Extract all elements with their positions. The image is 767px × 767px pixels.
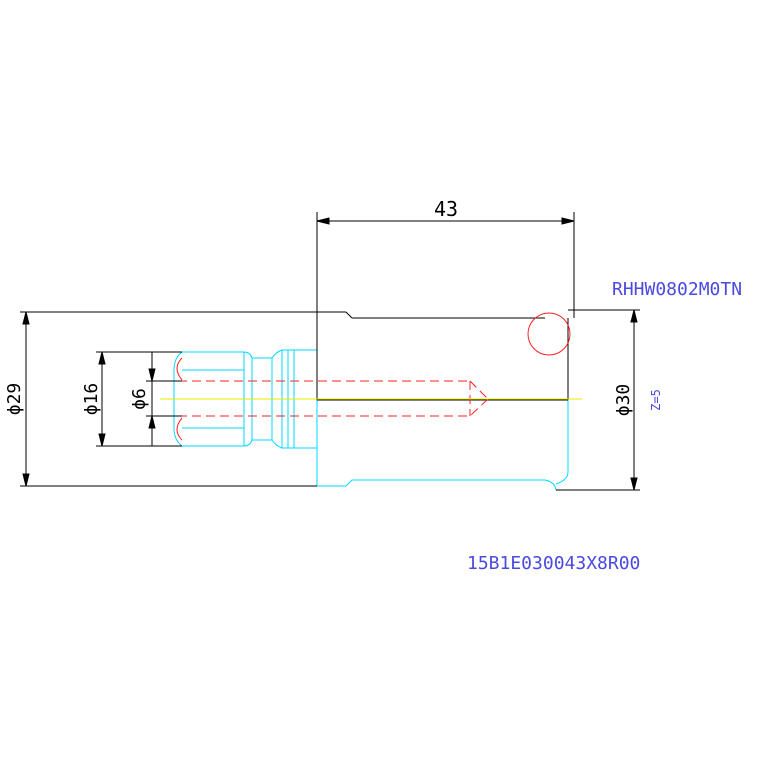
teeth-count-label: Z=5 bbox=[649, 389, 663, 411]
dimension-body bbox=[556, 309, 640, 491]
shank-arcs bbox=[176, 357, 183, 441]
dimension-neck bbox=[96, 351, 182, 447]
insert-circle bbox=[527, 312, 571, 356]
insert-code-label: RHHW0802M0TN bbox=[612, 279, 742, 300]
dim-body-label: ϕ30 bbox=[613, 384, 634, 417]
body-outline bbox=[316, 311, 569, 401]
dim-neck-label: ϕ16 bbox=[81, 383, 102, 416]
dimension-length bbox=[316, 212, 575, 318]
dim-shank-label: ϕ29 bbox=[4, 383, 25, 416]
dim-length-label: 43 bbox=[434, 197, 458, 221]
part-outline bbox=[173, 349, 569, 491]
dimension-bore bbox=[146, 352, 182, 446]
part-number-label: 15B1E030043X8R00 bbox=[467, 553, 640, 574]
dim-bore-label: ϕ6 bbox=[129, 388, 150, 410]
dimension-shank bbox=[20, 311, 317, 487]
